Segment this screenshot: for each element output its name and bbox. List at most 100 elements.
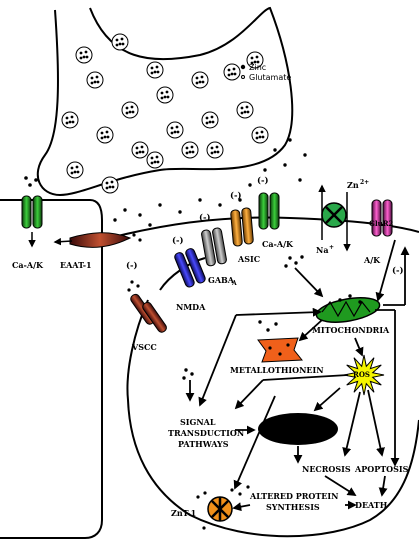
vesicle — [101, 176, 119, 194]
ca-ak-label: Ca-A/K — [262, 239, 294, 249]
ca-ak-left-label: Ca-A/K — [12, 260, 44, 270]
glur2-minus-sign: (-) — [392, 265, 404, 276]
zinc-dot — [288, 138, 292, 142]
zinc-dot — [178, 210, 182, 214]
legend-glutamate: Glutamate — [249, 73, 291, 82]
vesicle — [131, 141, 149, 159]
zinc-dot — [248, 183, 252, 187]
gaba-label: GABA — [208, 275, 235, 285]
vesicle — [75, 46, 93, 64]
zinc-dot — [298, 178, 302, 182]
asic-label: ASIC — [237, 254, 260, 264]
glutamate-dot-icon — [241, 75, 245, 79]
pathway-arrows — [185, 239, 410, 512]
eaat1-label: EAAT-1 — [60, 260, 92, 270]
zinc-dot — [338, 298, 342, 302]
zinc-dot — [218, 203, 222, 207]
ak-label: A/K — [363, 255, 381, 265]
vscc-label: VSCC — [131, 342, 157, 352]
vesicle — [156, 86, 174, 104]
metallothionein: METALLOTHIONEIN — [230, 337, 324, 375]
zinc-dot — [266, 328, 270, 332]
asic-minus-sign: (-) — [230, 190, 242, 201]
zinc-dot — [294, 261, 298, 265]
glur2-receptor: GluR2 A/K (-) — [363, 199, 404, 276]
zinc-dot — [348, 294, 352, 298]
signal-label-3: PATHWAYS — [178, 439, 229, 449]
vesicle — [111, 33, 129, 51]
zinc-dot — [113, 218, 117, 222]
zinc-dot — [123, 208, 127, 212]
nmda-label: NMDA — [176, 302, 206, 312]
zinc-dot — [190, 372, 194, 376]
neuron-cell-body — [126, 299, 419, 538]
apoptosis-label: APOPTOSIS — [354, 464, 409, 474]
znt1-label: ZnT-1 — [171, 508, 196, 518]
na-label: Na — [316, 245, 329, 255]
vesicle — [66, 161, 84, 179]
vesicle — [246, 51, 264, 69]
gaba-subscript: A — [231, 280, 237, 287]
nucleus: NUCLEUS — [258, 413, 338, 445]
gaba-minus-sign: (-) — [199, 212, 211, 223]
mitochondria-label: MITOCHONDRIA — [312, 325, 390, 335]
death-label: DEATH — [355, 500, 388, 510]
zinc-dot — [263, 168, 267, 172]
ca-ak-channel: (-) Ca-A/K — [257, 175, 294, 249]
astrocyte-membrane — [0, 199, 103, 539]
signal-label-2: TRANSDUCTION — [168, 428, 244, 438]
vesicle — [251, 126, 269, 144]
asic-channel: (-) ASIC — [230, 190, 260, 264]
vesicle — [223, 63, 241, 81]
vesicle — [181, 141, 199, 159]
mitochondria: MITOCHONDRIA — [312, 297, 390, 335]
vesicle — [236, 101, 254, 119]
ca-ak-minus-sign: (-) — [257, 175, 269, 186]
eaat1-transporter: EAAT-1 — [53, 232, 142, 270]
vesicle — [121, 101, 139, 119]
zinc-dot — [138, 213, 142, 217]
presynaptic-terminal — [36, 6, 294, 197]
gaba-a-receptor: (-) GABA A — [199, 212, 237, 287]
zinc-dot — [238, 198, 242, 202]
zinc-dot — [198, 198, 202, 202]
ca-ak-channel-left: Ca-A/K — [12, 176, 44, 270]
zinc-dot — [288, 256, 292, 260]
altered-protein-label-2: SYNTHESIS — [266, 502, 320, 512]
vscc-minus-sign: (-) — [126, 260, 138, 271]
vscc-channel: (-) VSCC — [126, 260, 167, 352]
zinc-dot — [273, 148, 277, 152]
metallothionein-label: METALLOTHIONEIN — [230, 365, 324, 375]
vesicle — [191, 71, 209, 89]
ros-label: ROS — [353, 370, 370, 379]
zn-superscript: 2+ — [360, 179, 369, 186]
synaptic-cleft-zinc — [113, 138, 307, 227]
intracellular-zinc — [182, 255, 362, 380]
zinc-dot — [184, 368, 188, 372]
necrosis-label: NECROSIS — [302, 464, 351, 474]
nucleus-label: NUCLEUS — [276, 424, 321, 434]
nmda-receptor: (-) NMDA — [172, 235, 206, 312]
znt1-transporter: ZnT-1 — [171, 485, 250, 530]
vesicle — [86, 71, 104, 89]
zinc-dot — [300, 255, 304, 259]
zn-label: Zn — [347, 180, 359, 190]
ros: ROS — [343, 354, 385, 396]
vesicle — [166, 121, 184, 139]
legend-zinc: Zinc — [249, 63, 266, 72]
na-zn-exchanger: Na + Zn 2+ — [316, 179, 369, 255]
vesicle — [61, 111, 79, 129]
zinc-dot — [358, 300, 362, 304]
signal-label-1: SIGNAL — [180, 417, 216, 427]
zinc-dot — [258, 320, 262, 324]
vesicle — [146, 61, 164, 79]
zinc-dot — [284, 264, 288, 268]
zinc-dot-icon — [240, 64, 246, 70]
vesicle — [96, 126, 114, 144]
zinc-dot — [148, 223, 152, 227]
na-superscript: + — [329, 244, 334, 251]
zinc-dot — [182, 376, 186, 380]
legend: Zinc Glutamate — [240, 63, 291, 82]
